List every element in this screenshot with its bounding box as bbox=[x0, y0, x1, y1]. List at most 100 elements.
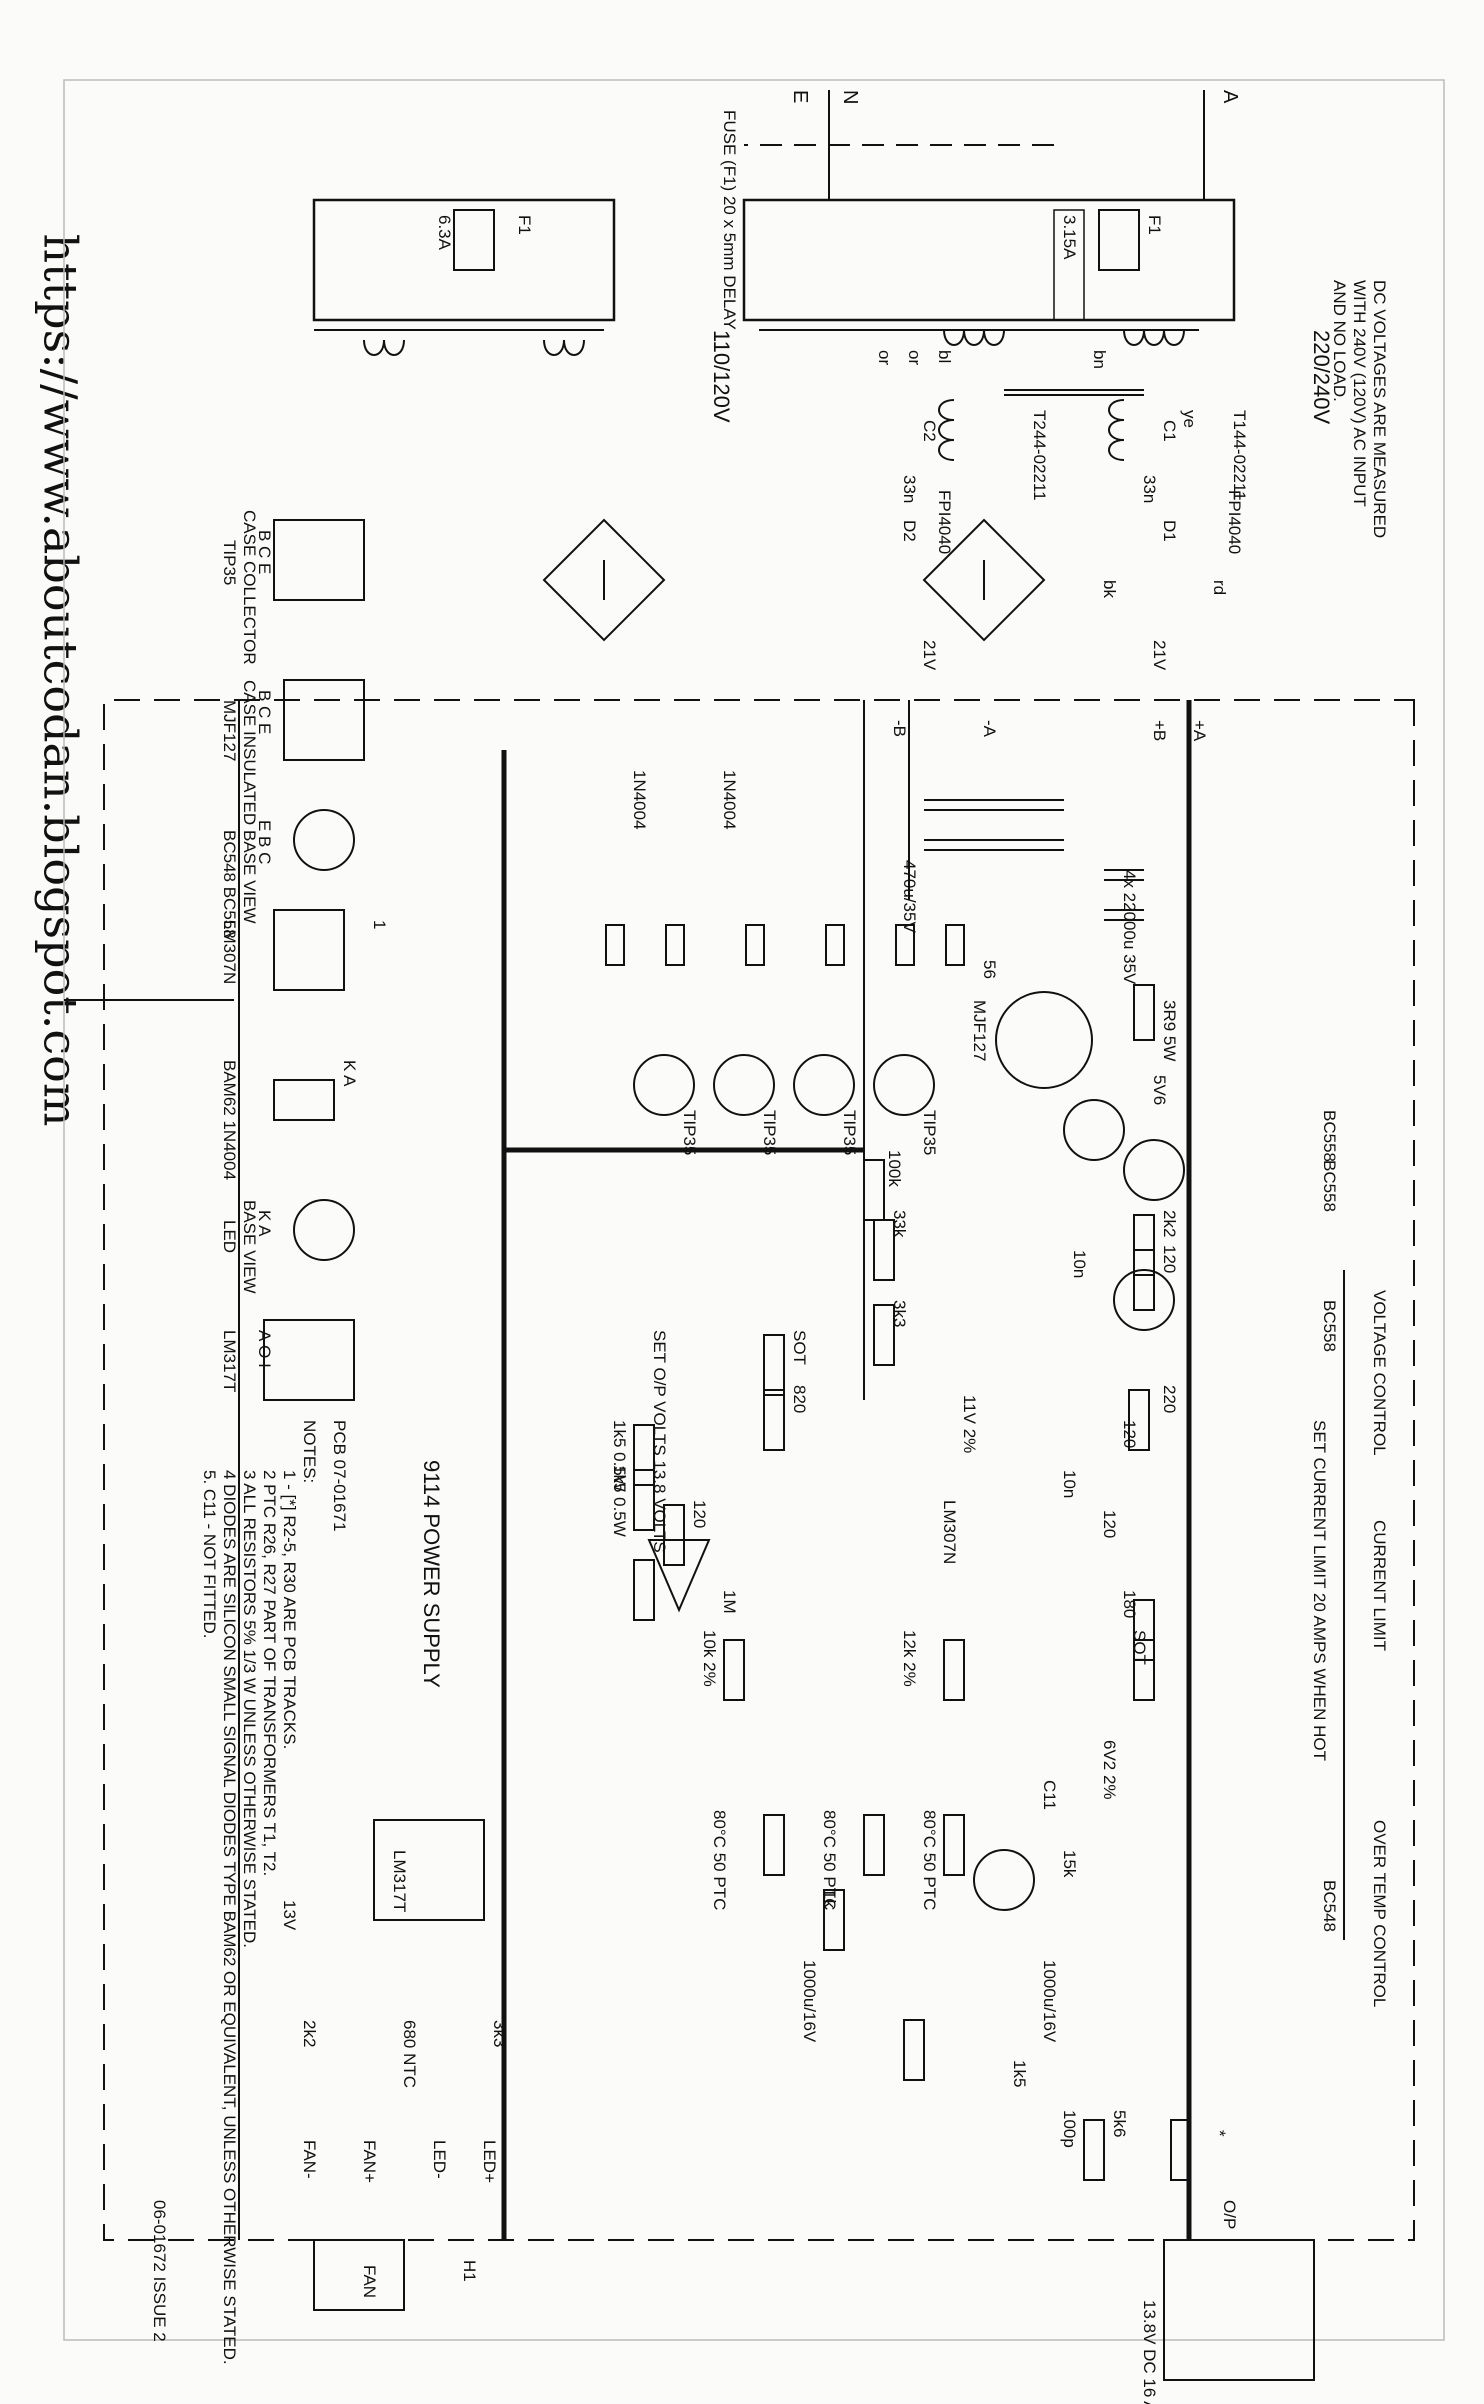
pinout-mjf127-part: MJF127 bbox=[220, 700, 239, 761]
pinout-diode-pins: K A bbox=[340, 1060, 359, 1087]
pinout-bc548-title: BASE VIEW bbox=[240, 830, 259, 924]
r23-label: SOT bbox=[1130, 1630, 1149, 1665]
c14-label: 100p bbox=[1060, 2110, 1079, 2148]
note-5: 5. C11 - NOT FITTED. bbox=[200, 1470, 219, 1638]
r27-label: 80°C 50 PTC bbox=[820, 1810, 839, 1910]
c10-label: 10n bbox=[1060, 1470, 1079, 1498]
c12-label: 1000u/16V bbox=[1040, 1960, 1059, 2043]
r21-label: 12k 2% bbox=[900, 1630, 919, 1687]
transistor-v8 bbox=[1113, 1269, 1175, 1331]
pinout-sketches bbox=[263, 519, 365, 1401]
bridge-d2 bbox=[542, 518, 666, 642]
v6-label: TIP35 bbox=[680, 1110, 699, 1155]
v10-label: 6V2 2% bbox=[1100, 1740, 1119, 1800]
op-label: O/P bbox=[1220, 2200, 1239, 2229]
voltage-control-label: VOLTAGE CONTROL bbox=[1370, 1290, 1389, 1456]
pinout-led-pins: K A bbox=[255, 1210, 274, 1237]
pinout-mjf127-pins: B C E bbox=[255, 690, 274, 734]
fan-e1 bbox=[313, 2239, 405, 2311]
led-minus-label: LED- bbox=[430, 2140, 449, 2179]
r35-label: 1k5 bbox=[1010, 2060, 1029, 2087]
h1-label: H1 bbox=[460, 2260, 479, 2282]
r18-label: 120 bbox=[690, 1500, 709, 1528]
input-box-220 bbox=[742, 198, 1236, 322]
d1-name: D1 bbox=[1160, 520, 1179, 542]
ac-input-220-section bbox=[742, 90, 1236, 461]
t2-part: 44-02211 bbox=[1030, 430, 1049, 501]
wire-or: or bbox=[905, 350, 924, 365]
pinout-diode-part: BAM62 1N4004 bbox=[220, 1060, 239, 1180]
t1-part: 44-02211 bbox=[1230, 430, 1249, 501]
v11-label: BC548 bbox=[1320, 1880, 1339, 1932]
r29-label: 1k bbox=[820, 1890, 839, 1908]
terminal-a: A bbox=[1219, 90, 1241, 104]
c13-label: 1000u/16V bbox=[800, 1960, 819, 2043]
pcb-outline bbox=[103, 699, 1415, 2241]
d3-label: 1N4004 bbox=[720, 770, 739, 830]
page-border bbox=[63, 79, 1445, 2341]
pinout-lm307n-pins: 1 bbox=[370, 920, 389, 929]
wire-or2: or bbox=[875, 350, 894, 365]
fuse1-name: F1 bbox=[1145, 215, 1164, 235]
fuse2-value: 6.3A bbox=[435, 215, 454, 251]
v4-label: TIP35 bbox=[840, 1110, 859, 1155]
notes-title: NOTES: bbox=[300, 1420, 319, 1483]
transistor-v7 bbox=[1063, 1099, 1125, 1161]
pinout-led-part: LED bbox=[220, 1220, 239, 1253]
current-limit-label: CURRENT LIMIT bbox=[1370, 1520, 1389, 1651]
rail-label-plus-b: +B bbox=[1150, 720, 1169, 741]
rail-label-plus-a: +A bbox=[1190, 720, 1209, 742]
r13-label: 220 bbox=[1160, 1385, 1179, 1413]
dc-note-line3: AND NO LOAD. bbox=[1330, 280, 1349, 402]
resistors-r1-r5 bbox=[605, 924, 965, 966]
pinout-mjf127-title: CASE INSULATED bbox=[240, 680, 259, 825]
c2-value: 33n bbox=[900, 475, 919, 503]
t1-name: T1 bbox=[1230, 410, 1249, 430]
d2-part: FPI4040 bbox=[935, 490, 954, 554]
note-4: 4 DIODES ARE SILICON SMALL SIGNAL DIODES… bbox=[220, 1470, 239, 2365]
c4-c7-label: 4x 22000u 35V bbox=[1120, 870, 1139, 985]
fuse2-name: F1 bbox=[515, 215, 534, 235]
set-current-label: SET CURRENT LIMIT 20 AMPS WHEN HOT bbox=[1310, 1420, 1329, 1761]
note-2: 2 PTC R26, R27 PART OF TRANSFORMERS T1, … bbox=[260, 1470, 279, 1876]
v7-label: BC558 bbox=[1320, 1110, 1339, 1162]
wire-ye: ye bbox=[1180, 410, 1199, 428]
input-box-110 bbox=[312, 198, 616, 322]
v3-label: TIP35 bbox=[920, 1110, 939, 1155]
r7-label: 33k bbox=[890, 1210, 909, 1238]
v8-label: BC558 bbox=[1320, 1300, 1339, 1352]
ac-input-110-section bbox=[312, 198, 616, 356]
r8-label: 3R9 5W bbox=[1160, 1000, 1179, 1061]
dc-note-line2: WITH 240V (120V) AC INPUT bbox=[1350, 280, 1369, 507]
led-plus-label: LED+ bbox=[480, 2140, 499, 2183]
pcb-number: PCB 07-01671 bbox=[330, 1420, 349, 1532]
r19-label: 120 bbox=[1100, 1510, 1119, 1538]
set-volts-label: SET O/P VOLTS 13.8 VOLTS bbox=[650, 1330, 669, 1553]
footer-issue: 06-01672 ISSUE 2 bbox=[150, 2200, 169, 2342]
r32-label: 680 NTC bbox=[400, 2020, 419, 2088]
r20-label: 180 bbox=[1120, 1590, 1139, 1618]
over-temp-label: OVER TEMP CONTROL bbox=[1370, 1820, 1389, 2007]
wire-bn: bn bbox=[1090, 350, 1109, 369]
t2-secondary-coil bbox=[938, 399, 955, 461]
voltage-220-label: 220/240V bbox=[1309, 330, 1334, 425]
c1-name: C1 bbox=[1160, 420, 1179, 442]
fuse-note: FUSE (F1) 20 x 5mm DELAY bbox=[720, 110, 739, 330]
r24-label: 1M bbox=[720, 1590, 739, 1614]
ic2-label: LM317T bbox=[390, 1850, 409, 1912]
r31-label: 5k6 bbox=[1110, 2110, 1129, 2137]
v9-label: 11V 2% bbox=[960, 1395, 979, 1453]
rail-voltage-a: 21V bbox=[1150, 640, 1169, 671]
r10-label: 3k3 bbox=[890, 1300, 909, 1327]
r1-label: 56 bbox=[980, 960, 999, 979]
c1-value: 33n bbox=[1140, 475, 1159, 503]
v1-label: MJF127 bbox=[970, 1000, 989, 1061]
terminal-e: E bbox=[789, 90, 811, 103]
t2-primary-coil bbox=[943, 329, 1005, 346]
v5-label: TIP35 bbox=[760, 1110, 779, 1155]
fuse1-value: 3.15A bbox=[1060, 215, 1079, 260]
pinout-lm317t-part: LM317T bbox=[220, 1330, 239, 1392]
dc-output-label: 13.8V DC 16 AMP bbox=[1140, 2300, 1159, 2404]
